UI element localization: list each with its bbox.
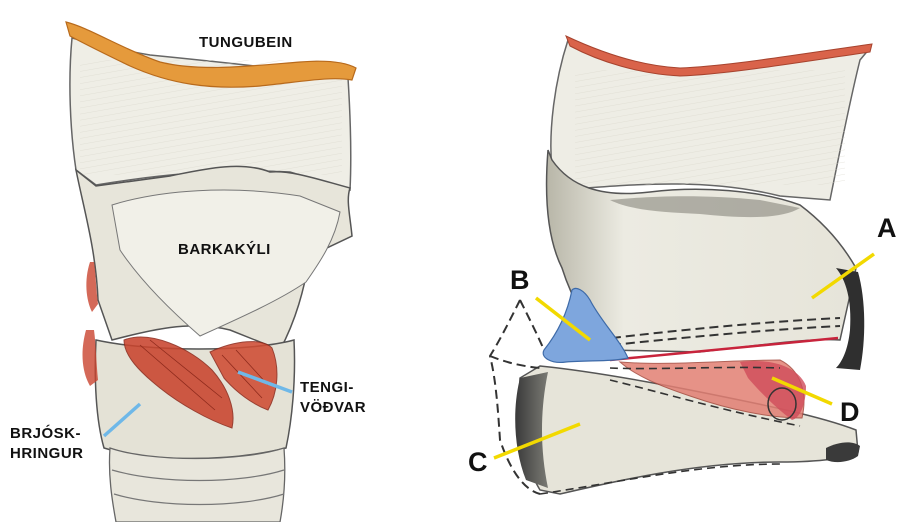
label-hringur: HRINGUR: [10, 444, 84, 463]
label-barkakyli: BARKAKÝLI: [178, 240, 271, 259]
lateral-muscle-lower: [83, 330, 98, 386]
side-membrane-texture: [575, 70, 845, 185]
label-tengi: TENGI-: [300, 378, 354, 397]
right-larynx-side-view: [490, 36, 874, 494]
label-b: B: [510, 266, 530, 294]
left-larynx-front-view: [66, 22, 356, 522]
label-brjosk: BRJÓSK-: [10, 424, 81, 443]
label-a: A: [877, 214, 897, 242]
trachea: [109, 448, 284, 522]
label-d: D: [840, 398, 860, 426]
label-vodvar: VÖÐVAR: [300, 398, 366, 417]
label-c: C: [468, 448, 488, 476]
label-tungubein: TUNGUBEIN: [199, 33, 293, 52]
